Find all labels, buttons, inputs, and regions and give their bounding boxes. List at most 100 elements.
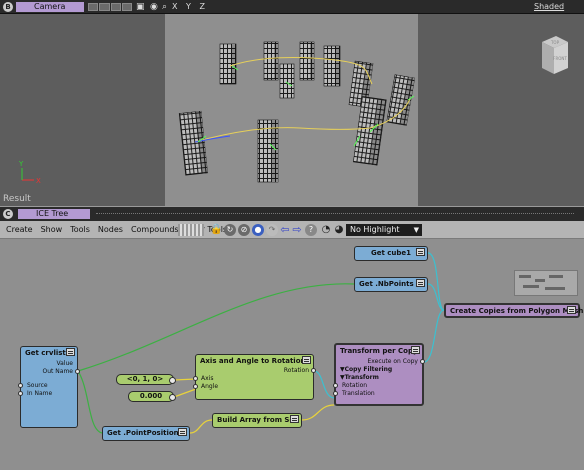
node-get-pointposition[interactable]: Get .PointPosition (102, 426, 190, 441)
refresh-icon[interactable]: ↻ (224, 224, 236, 236)
port-dot[interactable] (18, 391, 23, 396)
menu-nodes[interactable]: Nodes (97, 225, 123, 234)
xyz-axis-toggles[interactable]: X Y Z (172, 2, 208, 11)
node-title: Get cube1 (371, 249, 412, 257)
node-menu-icon[interactable] (302, 356, 311, 364)
port-rotation-out[interactable]: Rotation (196, 367, 316, 375)
port-dot[interactable] (333, 383, 338, 388)
node-transform-per-copy[interactable]: Transform per Copy Execute on Copy ▼Copy… (333, 343, 425, 406)
ice-tree-panel[interactable]: C ICE Tree Create Show Tools Nodes Compo… (0, 207, 584, 470)
node-get-cube1[interactable]: Get cube1 (354, 246, 428, 261)
node-menu-icon[interactable] (178, 428, 187, 436)
menu-create[interactable]: Create (6, 225, 33, 234)
viewport-letter-badge[interactable]: B (3, 2, 13, 12)
tower (263, 41, 279, 81)
port-value[interactable]: Value (56, 360, 73, 367)
node-menu-icon[interactable] (567, 306, 576, 314)
magnifier-icon[interactable]: ⌕ (162, 2, 168, 12)
angle-constant[interactable]: 0.000 (128, 391, 176, 402)
node-title: Build Array from Set (217, 416, 298, 424)
node-build-array-from-set[interactable]: Build Array from Set (212, 413, 302, 428)
viewport-scene[interactable]: TOP FRONT X Y (0, 14, 584, 206)
result-label: Result (3, 194, 31, 204)
port-in-name[interactable]: In Name (18, 390, 77, 398)
ice-graph-canvas[interactable]: Get crvlist Value Out Name Source In Nam… (0, 240, 584, 470)
view-cube-front-label: FRONT (553, 56, 567, 61)
back-arrow-icon[interactable]: ⇦ (280, 223, 290, 236)
camera-menu-button[interactable]: Camera (16, 2, 84, 12)
node-create-copies[interactable]: Create Copies from Polygon Mesh (444, 303, 584, 318)
node-get-nbpoints[interactable]: Get .NbPoints (354, 277, 428, 292)
port-angle[interactable]: Angle (193, 383, 313, 391)
node-menu-icon[interactable] (411, 346, 420, 354)
tower (257, 119, 279, 183)
menu-user-tools[interactable]: User Tools (186, 225, 228, 234)
node-axis-angle-to-rotation[interactable]: Axis and Angle to Rotation Rotation Axis… (193, 354, 316, 400)
menu-tools[interactable]: Tools (70, 225, 90, 234)
port-dot[interactable] (311, 368, 316, 373)
port-translation-in[interactable]: Translation (333, 390, 422, 398)
port-dot[interactable] (75, 369, 80, 374)
axis-constant[interactable]: <0, 1, 0> (116, 374, 176, 385)
node-menu-icon[interactable] (66, 348, 75, 356)
node-get-crvlist[interactable]: Get crvlist Value Out Name Source In Nam… (18, 346, 80, 428)
clear-icon[interactable]: ⊘ (238, 224, 250, 236)
node-title: Get .NbPoints (359, 280, 414, 288)
node-title: Create Copies from Polygon Mesh (450, 307, 584, 315)
port-source[interactable]: Source (18, 382, 77, 390)
viewport-panel[interactable]: B Camera ▣ ◉ ⌕ X Y Z Shaded (0, 0, 584, 206)
redo-icon[interactable]: ↷ (266, 224, 278, 236)
port-dot[interactable] (420, 359, 425, 364)
node-title: Transform per Copy (340, 347, 418, 355)
memo-cam-swatches[interactable] (88, 3, 132, 11)
port-out-name[interactable]: Out Name (21, 368, 80, 376)
node-title: Get crvlist (25, 349, 66, 357)
eye-icon[interactable]: ◉ (150, 2, 158, 12)
port-dot[interactable] (193, 376, 198, 381)
highlight-dropdown[interactable]: No Highlight ▼ (346, 224, 422, 236)
forward-arrow-icon[interactable]: ⇨ (292, 223, 302, 236)
camera-icon[interactable]: ▣ (136, 2, 145, 12)
menu-compounds[interactable]: Compounds (130, 225, 179, 234)
tower (178, 110, 208, 176)
toolbar-grip[interactable] (178, 224, 204, 236)
port-rotation-in[interactable]: Rotation (333, 382, 422, 390)
port-axis[interactable]: Axis (193, 375, 313, 383)
axis-y-label: Y (18, 160, 24, 168)
view-cube-top-label: TOP (550, 40, 560, 45)
lock-icon[interactable]: 🔒 (210, 224, 223, 235)
transform-group[interactable]: ▼Transform (340, 374, 379, 381)
tower (323, 45, 341, 87)
shading-mode-menu[interactable]: Shaded (534, 2, 565, 11)
port-dot[interactable] (18, 383, 23, 388)
globe-icon[interactable]: ● (252, 224, 264, 236)
help-icon[interactable]: ? (305, 224, 317, 236)
node-title: Axis and Angle to Rotation (200, 357, 306, 365)
node-menu-icon[interactable] (416, 248, 425, 256)
node-title: Get .PointPosition (107, 429, 179, 437)
node-menu-icon[interactable] (290, 415, 299, 423)
tower (299, 41, 315, 81)
copy-filtering-group[interactable]: ▼Copy Filtering (340, 366, 393, 373)
axis-x-label: X (36, 177, 41, 185)
graph-minimap[interactable] (514, 270, 578, 296)
stopwatch-icon[interactable]: ◕ (334, 224, 344, 235)
chevron-down-icon: ▼ (413, 226, 419, 234)
view-cube: TOP FRONT (542, 36, 568, 74)
ice-menubar: Create Show Tools Nodes Compounds User T… (0, 221, 584, 239)
timer-icon[interactable]: ◔ (321, 224, 331, 235)
tower (279, 63, 295, 99)
tower (386, 74, 416, 126)
tower (219, 43, 237, 85)
port-dot[interactable] (193, 384, 198, 389)
axis-indicator: X Y (18, 160, 41, 185)
port-execute-on-copy[interactable]: Execute on Copy (336, 358, 425, 366)
port-dot[interactable] (333, 391, 338, 396)
viewport-header: B Camera ▣ ◉ ⌕ X Y Z Shaded (0, 0, 584, 14)
ice-tree-title[interactable]: ICE Tree (18, 209, 90, 219)
connection-wires (77, 252, 445, 434)
node-menu-icon[interactable] (416, 279, 425, 287)
menu-show[interactable]: Show (40, 225, 63, 234)
ice-tree-header: C ICE Tree (0, 207, 584, 221)
ice-letter-badge[interactable]: C (3, 209, 13, 219)
